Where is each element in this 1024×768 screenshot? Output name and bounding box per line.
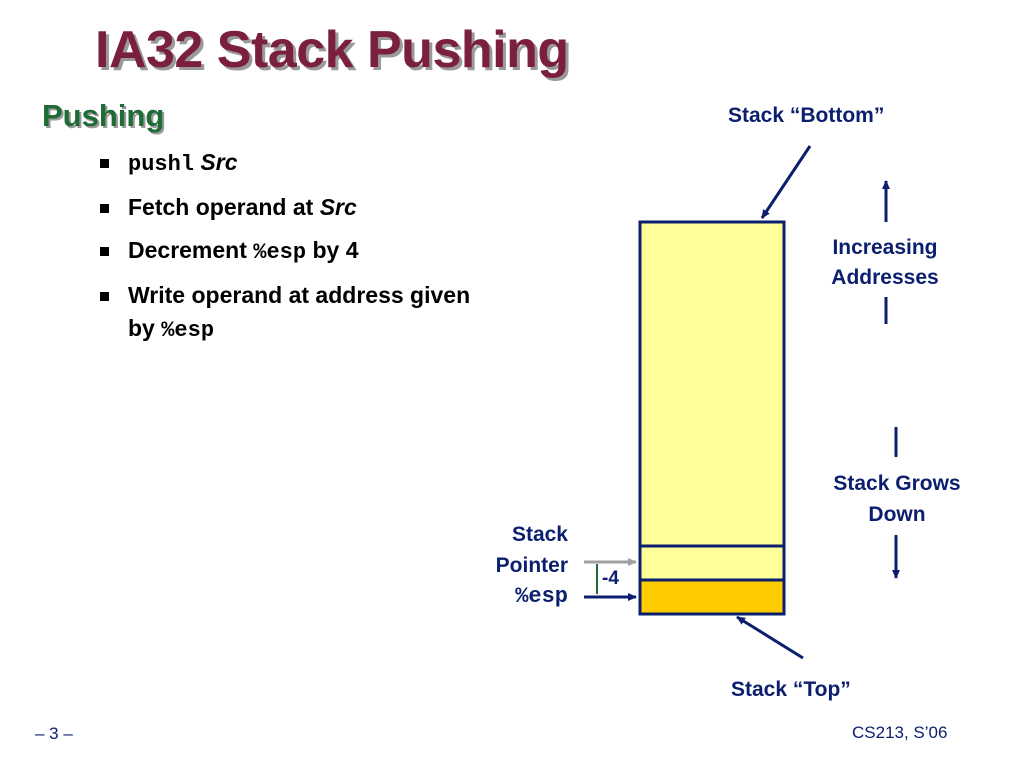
course-label: CS213, S’06 [852, 723, 948, 742]
stack-grows-label: Stack Grows Down [812, 468, 982, 530]
bullet-italic: Src [319, 194, 357, 220]
bullet-square-icon [100, 159, 109, 168]
pointer-register: %esp [515, 584, 568, 609]
grows-line1: Stack Grows [833, 472, 961, 495]
stack-body [638, 220, 786, 548]
increasing-line2: Addresses [831, 266, 939, 289]
slide-title: IA32 Stack Pushing [95, 21, 569, 79]
bullet-code: pushl [128, 152, 195, 177]
bullet-item: Fetch operand at Src [100, 191, 488, 224]
stack-top-arrow [736, 615, 804, 660]
bullet-text: by 4 [306, 237, 359, 263]
stack-top-label: Stack “Top” [731, 678, 851, 701]
grows-line2: Down [868, 503, 926, 526]
offset-label: -4 [602, 568, 619, 589]
bullet-text: Write operand at address given by [128, 282, 471, 341]
page-number: – 3 – [35, 724, 73, 743]
bullet-text: Fetch operand at [128, 194, 320, 220]
increasing-addresses-label: Increasing Addresses [810, 233, 960, 293]
stack-old-top-slot [638, 544, 786, 582]
increasing-line1: Increasing [832, 236, 938, 259]
bullet-item: Write operand at address given by %esp [100, 279, 488, 347]
bullet-italic: Src [200, 149, 238, 175]
stack-bottom-label: Stack “Bottom” [728, 104, 885, 127]
stack-pointer-label: Stack Pointer %esp [440, 519, 568, 612]
bullet-item: Decrement %esp by 4 [100, 234, 488, 269]
slide-subtitle: Pushing [42, 98, 165, 133]
pointer-line2: Pointer [495, 554, 568, 577]
stack-bottom-arrow [760, 145, 812, 219]
bullet-list: pushl Src Fetch operand at Src Decrement… [100, 146, 488, 357]
bullet-square-icon [100, 204, 109, 213]
stack-pushed-slot [638, 578, 786, 616]
bullet-item: pushl Src [100, 146, 488, 181]
bullet-square-icon [100, 292, 109, 301]
bullet-code: %esp [253, 240, 307, 265]
bullet-square-icon [100, 247, 109, 256]
pointer-line1: Stack [511, 523, 568, 546]
bullet-text: Decrement [128, 237, 254, 263]
bullet-code: %esp [161, 318, 215, 343]
